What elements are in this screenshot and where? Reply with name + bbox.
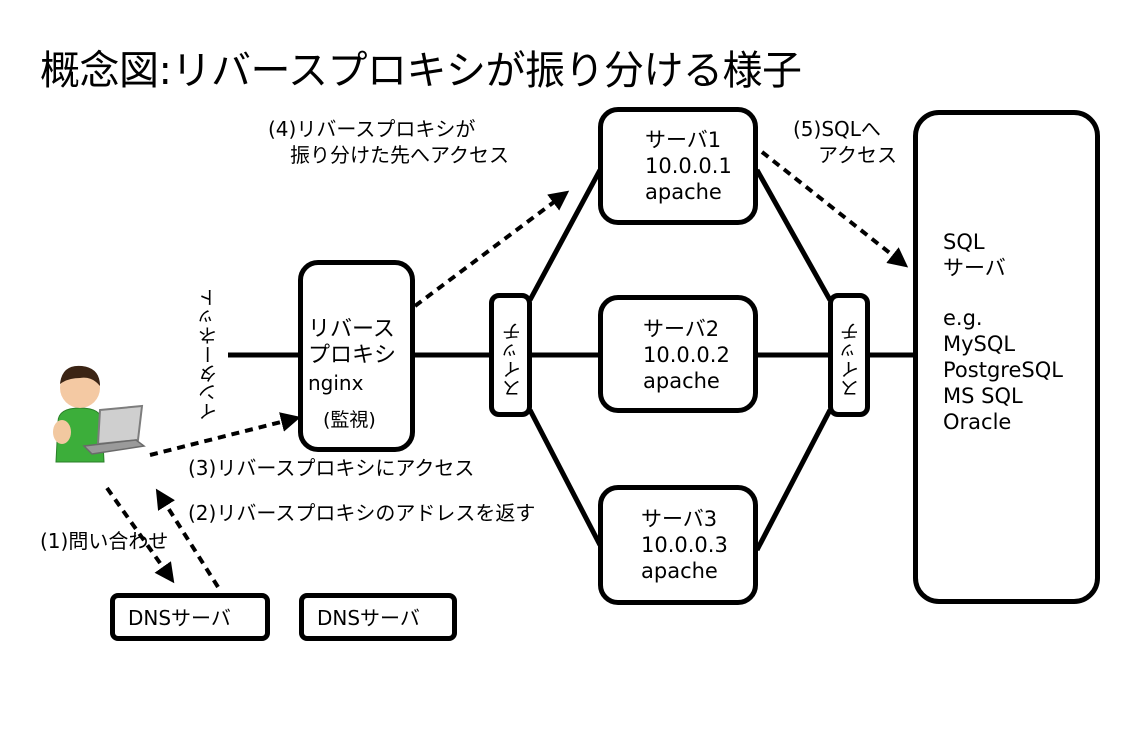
sql-line2: サーバ bbox=[943, 256, 1006, 280]
sql-example-oracle: Oracle bbox=[943, 410, 1012, 434]
server-2-name: サーバ2 bbox=[643, 317, 720, 341]
arrow-return-address bbox=[155, 488, 220, 589]
server-3-ip: 10.0.0.3 bbox=[641, 533, 728, 557]
server-1-ip: 10.0.0.1 bbox=[645, 154, 732, 178]
page-title: 概念図:リバースプロキシが振り分ける様子 bbox=[40, 48, 802, 94]
sql-example-postgresql: PostgreSQL bbox=[943, 358, 1063, 382]
server3-switch2-line bbox=[754, 408, 833, 552]
user-laptop-icon bbox=[53, 365, 146, 463]
server-2-box bbox=[598, 295, 758, 413]
arrow-sql-access bbox=[760, 150, 909, 268]
dns-server-1-box bbox=[110, 593, 270, 641]
server-1-software: apache bbox=[645, 180, 722, 204]
internet-label: インターネット bbox=[198, 288, 220, 421]
arrow-access-proxy bbox=[149, 412, 301, 457]
sql-server-box bbox=[913, 110, 1100, 604]
arrow-query bbox=[105, 486, 175, 584]
dns-server-2-label: DNSサーバ bbox=[317, 606, 420, 630]
server-2-ip: 10.0.0.2 bbox=[643, 343, 730, 367]
step-2-label: (2)リバースプロキシのアドレスを返す bbox=[188, 501, 536, 525]
server-1-name: サーバ1 bbox=[645, 128, 722, 152]
sql-example-mysql: MySQL bbox=[943, 332, 1016, 356]
step-1-label: (1)問い合わせ bbox=[40, 529, 169, 553]
sql-eg: e.g. bbox=[943, 306, 983, 330]
server-2-software: apache bbox=[643, 369, 720, 393]
dns-server-1-label: DNSサーバ bbox=[128, 606, 231, 630]
dns-server-2-box bbox=[299, 593, 457, 641]
proxy-line1: リバース bbox=[308, 317, 395, 342]
step-4-label-line1: (4)リバースプロキシが bbox=[268, 117, 476, 141]
switch-2-label: スイッチ bbox=[840, 322, 862, 398]
switch-server3-line bbox=[527, 408, 603, 547]
server1-switch2-line bbox=[754, 168, 833, 302]
step-5-label-line2: アクセス bbox=[818, 143, 897, 167]
server-3-name: サーバ3 bbox=[641, 507, 718, 531]
sql-example-mssql: MS SQL bbox=[943, 384, 1023, 408]
switch-1-label: スイッチ bbox=[502, 322, 524, 398]
server-3-software: apache bbox=[641, 559, 718, 583]
proxy-software: nginx bbox=[308, 371, 364, 395]
sql-line1: SQL bbox=[943, 230, 985, 254]
server-1-box bbox=[598, 107, 758, 225]
step-5-label-line1: (5)SQLへ bbox=[793, 117, 881, 141]
proxy-monitor: (監視) bbox=[323, 409, 376, 431]
reverse-proxy-box bbox=[298, 260, 415, 452]
switch-server1-line bbox=[527, 168, 603, 302]
server-3-box bbox=[598, 485, 758, 605]
step-3-label: (3)リバースプロキシにアクセス bbox=[188, 456, 475, 480]
switch-1-box bbox=[489, 293, 532, 417]
proxy-line2: プロキシ bbox=[308, 343, 397, 368]
step-4-label-line2: 振り分けた先へアクセス bbox=[290, 143, 509, 167]
arrow-proxy-server bbox=[413, 190, 570, 308]
switch-2-box bbox=[828, 293, 870, 417]
